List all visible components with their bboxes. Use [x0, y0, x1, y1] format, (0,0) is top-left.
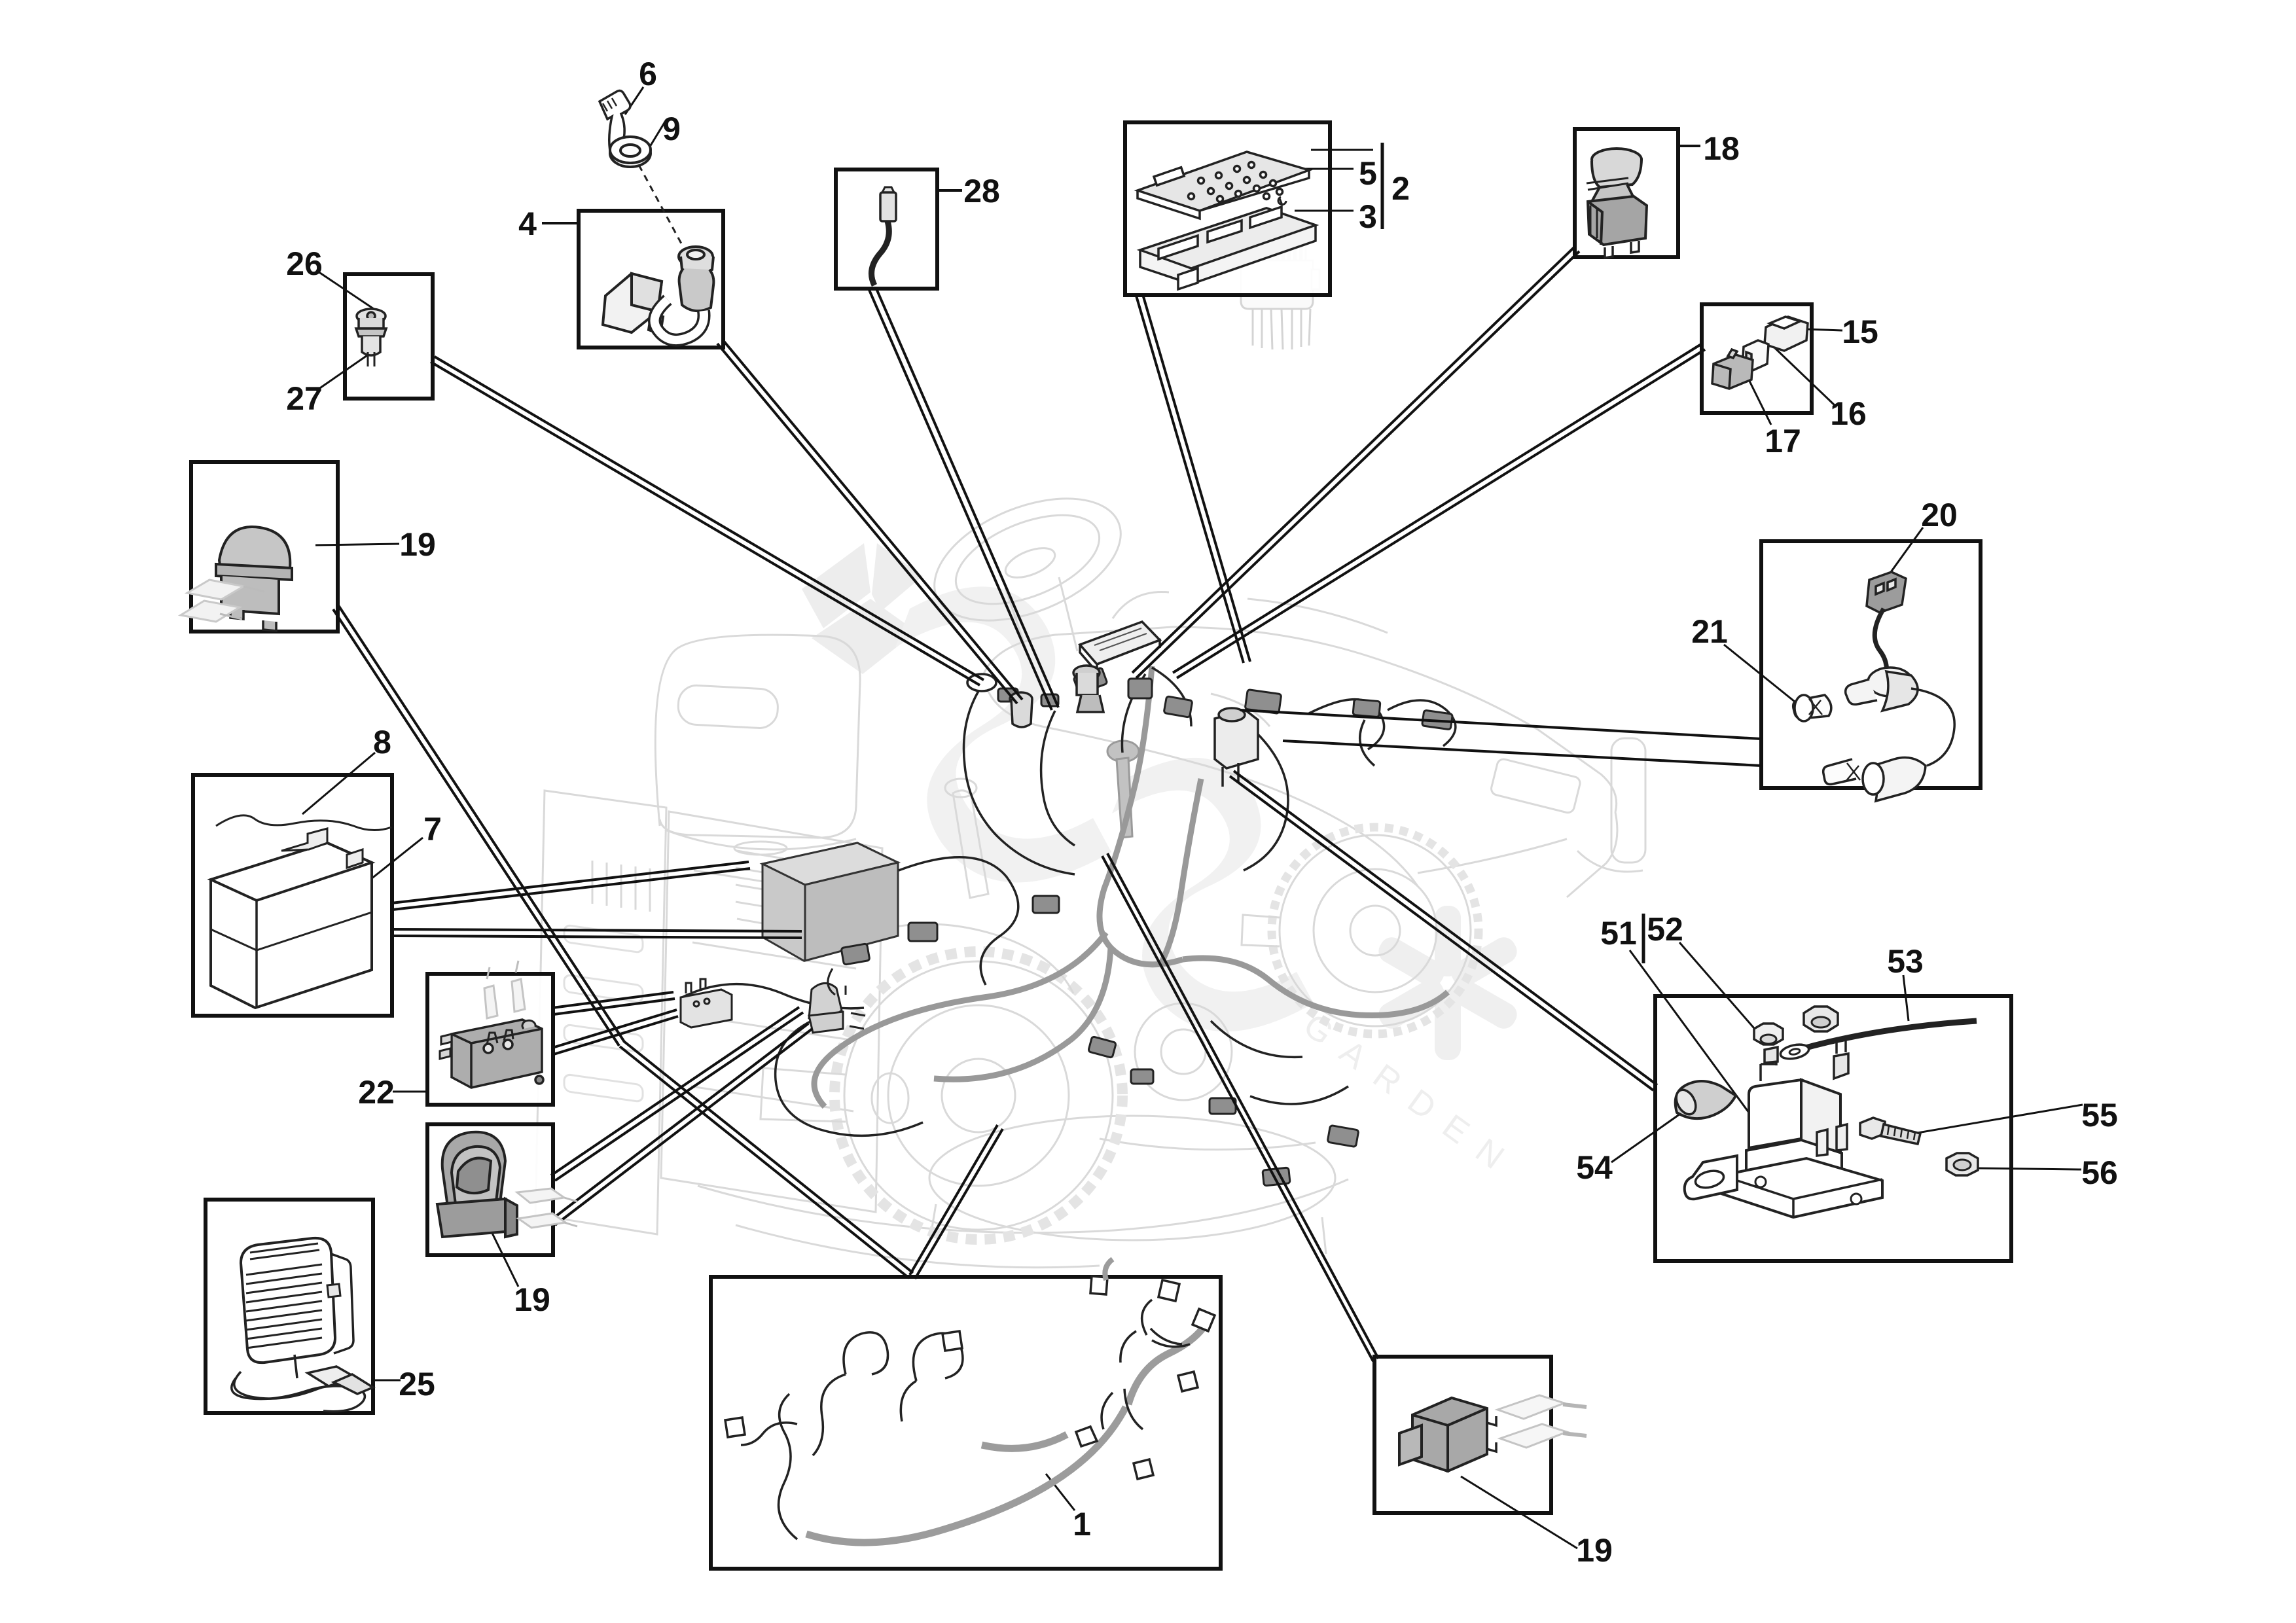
svg-text:6: 6: [639, 56, 657, 92]
svg-text:4: 4: [518, 205, 537, 242]
svg-text:25: 25: [399, 1366, 435, 1402]
svg-text:2: 2: [1391, 170, 1410, 207]
svg-text:3: 3: [1359, 198, 1377, 235]
svg-text:5: 5: [1359, 155, 1377, 192]
svg-text:20: 20: [1921, 497, 1958, 533]
svg-text:16: 16: [1830, 395, 1867, 432]
svg-text:15: 15: [1842, 313, 1878, 350]
svg-text:28: 28: [963, 173, 1000, 209]
svg-text:19: 19: [514, 1281, 550, 1318]
svg-text:26: 26: [286, 245, 323, 282]
svg-text:53: 53: [1887, 943, 1924, 980]
svg-text:22: 22: [358, 1074, 395, 1111]
svg-text:7: 7: [423, 811, 442, 847]
svg-text:56: 56: [2081, 1154, 2118, 1191]
svg-text:9: 9: [662, 111, 681, 147]
svg-text:55: 55: [2081, 1097, 2118, 1133]
svg-text:17: 17: [1765, 423, 1801, 459]
svg-text:21: 21: [1691, 613, 1728, 650]
svg-text:1: 1: [1073, 1506, 1091, 1543]
svg-text:52: 52: [1647, 911, 1683, 948]
svg-text:19: 19: [1576, 1532, 1613, 1569]
svg-text:19: 19: [399, 526, 436, 563]
svg-text:8: 8: [373, 724, 391, 760]
svg-text:18: 18: [1703, 130, 1740, 167]
svg-text:51: 51: [1600, 915, 1637, 952]
svg-text:27: 27: [286, 380, 323, 417]
svg-text:54: 54: [1576, 1149, 1613, 1186]
